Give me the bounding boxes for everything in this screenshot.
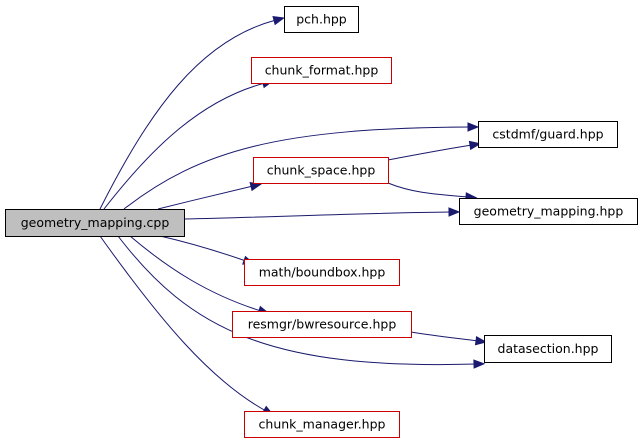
- node-label: chunk_format.hpp: [265, 63, 379, 78]
- edge-root-to-bwresource: [129, 235, 262, 312]
- node-label: cstdmf/guard.hpp: [492, 127, 603, 142]
- node-box: [284, 6, 359, 33]
- node-datasection[interactable]: datasection.hpp: [484, 335, 612, 363]
- node-label: chunk_space.hpp: [267, 163, 376, 178]
- node-chunk-format[interactable]: chunk_format.hpp: [251, 57, 392, 84]
- edge-root-to-chunk_space: [157, 185, 254, 210]
- edge-arrowhead: [473, 359, 486, 369]
- node-label: chunk_manager.hpp: [259, 417, 386, 432]
- node-box: [253, 157, 389, 184]
- node-box: [478, 121, 618, 148]
- node-box: [459, 198, 638, 225]
- edge-root-to-pch: [99, 19, 277, 210]
- edge-arrowhead: [272, 16, 286, 26]
- node-label: pch.hpp: [296, 12, 347, 27]
- node-chunk-manager[interactable]: chunk_manager.hpp: [244, 411, 400, 438]
- edge-bwresource-to-datasection: [410, 331, 479, 342]
- edge-arrowhead: [448, 207, 461, 217]
- edge-root-to-chunk_format: [103, 82, 266, 210]
- node-chunk-space[interactable]: chunk_space.hpp: [253, 157, 389, 184]
- node-cstdmf-guard[interactable]: cstdmf/guard.hpp: [478, 121, 618, 148]
- edge-arrowhead: [474, 335, 488, 346]
- node-root: geometry_mapping.cpp: [5, 209, 185, 237]
- nodes-layer: geometry_mapping.cpp pch.hpp chunk_format.…: [5, 6, 638, 438]
- edge-chunk_space-to-geometry_mapping_hpp: [387, 182, 469, 198]
- edge-root-to-chunk_manager: [99, 235, 267, 412]
- node-label: geometry_mapping.hpp: [474, 204, 624, 219]
- node-pch[interactable]: pch.hpp: [284, 6, 359, 33]
- node-box: [244, 259, 400, 286]
- node-boundbox[interactable]: math/boundbox.hpp: [244, 259, 400, 286]
- edge-root-to-geometry_mapping_hpp: [183, 211, 452, 220]
- node-label: math/boundbox.hpp: [259, 265, 386, 280]
- node-geometry-mapping-hpp[interactable]: geometry_mapping.hpp: [459, 198, 638, 225]
- node-label: geometry_mapping.cpp: [21, 215, 170, 230]
- edge-arrowhead: [467, 122, 480, 132]
- node-bwresource[interactable]: resmgr/bwresource.hpp: [232, 311, 412, 338]
- edge-root-to-datasection: [117, 235, 477, 366]
- node-box: [5, 209, 185, 237]
- node-label: resmgr/bwresource.hpp: [248, 317, 397, 332]
- node-label: datasection.hpp: [498, 341, 599, 356]
- node-box: [244, 411, 400, 438]
- node-box: [251, 57, 392, 84]
- edge-root-to-boundbox: [159, 235, 247, 262]
- node-box: [232, 311, 412, 338]
- edge-chunk_space-to-cstdmf_guard: [387, 144, 473, 161]
- edge-root-to-cstdmf_guard: [123, 126, 471, 210]
- node-box: [484, 335, 612, 363]
- edge-arrowhead: [468, 140, 482, 151]
